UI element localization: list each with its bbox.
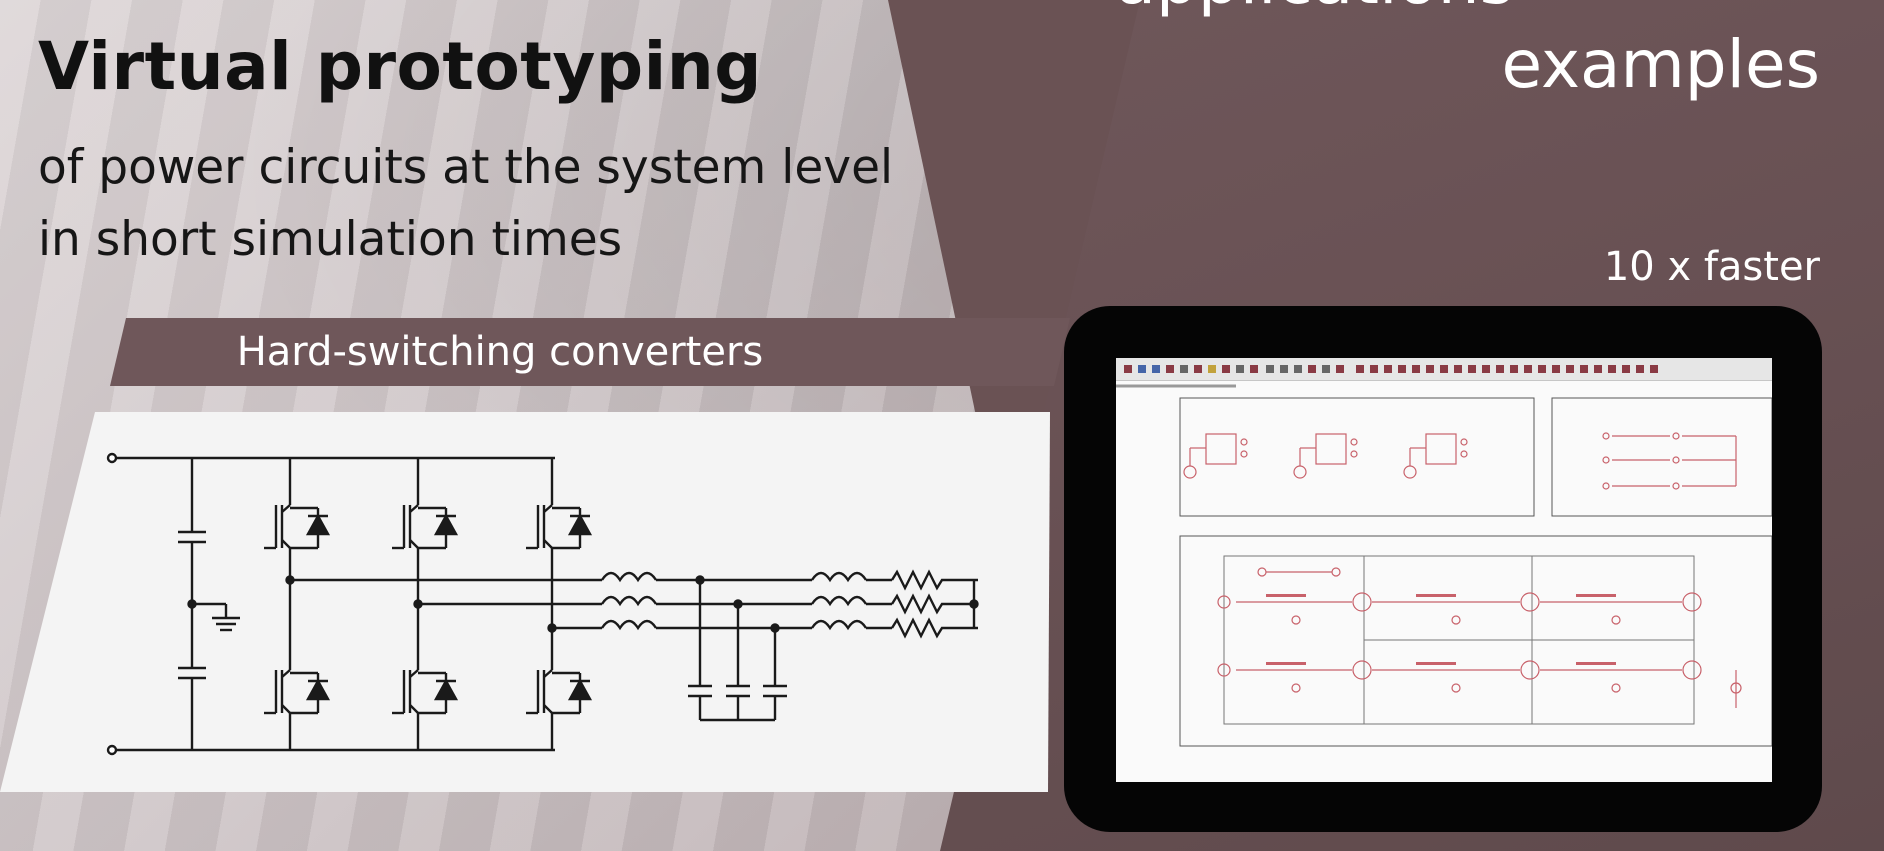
banner <box>110 318 1070 386</box>
banner-label: Hard-switching converters <box>236 329 764 375</box>
page-title: Virtual prototyping <box>38 28 762 105</box>
subtitle-line-1: of power circuits at the system level <box>38 140 894 195</box>
subtitle: of power circuits at the system level in… <box>38 132 898 276</box>
speed-label: 10 x faster <box>1603 244 1820 290</box>
subtitle-line-2: in short simulation times <box>38 212 623 267</box>
schematic-card <box>0 412 1050 792</box>
section-title: examples <box>1501 26 1820 103</box>
simulation-software-screenshot-icon <box>1116 365 1772 747</box>
section-title-top: applications <box>1116 0 1514 19</box>
three-phase-inverter-circuit-icon <box>106 452 979 756</box>
tablet-screen <box>1116 358 1772 782</box>
inverter-leg <box>264 458 331 750</box>
tablet-frame <box>1064 306 1822 832</box>
